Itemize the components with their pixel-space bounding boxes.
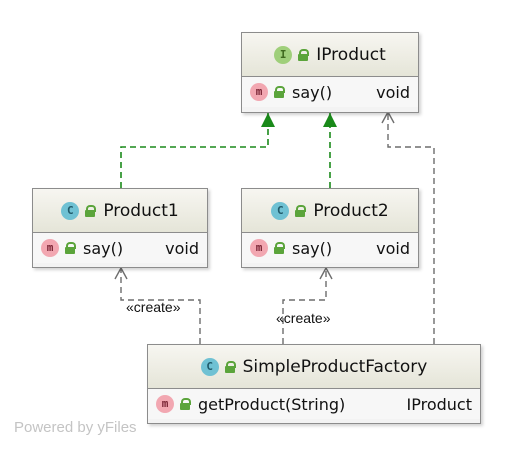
edge-product2-implements-iproduct [323,113,337,188]
edge-factory-creates-product1 [114,266,201,344]
product1-header: C Product1 [33,189,207,233]
iproduct-header: I IProduct [242,33,418,77]
class-icon: C [200,357,219,376]
product2-method-row[interactable]: m say() void [242,233,418,263]
edge-product1-implements-iproduct [120,113,275,188]
method-icon: m [41,239,59,257]
public-lock-icon [274,242,285,254]
method-return-type: IProduct [406,394,472,414]
class-icon: C [61,201,80,220]
public-lock-icon [224,360,236,373]
product1-method-row[interactable]: m say() void [33,233,207,263]
product2-title: Product2 [313,200,389,221]
class-icon: C [271,201,290,220]
public-lock-icon [295,204,307,217]
iproduct-method-row[interactable]: m say() void [242,77,418,107]
method-name: say() [292,82,333,102]
edge-factory-creates-product2 [282,266,333,344]
product1-class-node[interactable]: C Product1 m say() void [32,188,208,268]
public-lock-icon [274,86,285,98]
product2-class-node[interactable]: C Product2 m say() void [241,188,419,268]
method-icon: m [156,395,174,413]
method-return-type: void [376,238,410,258]
method-icon: m [250,83,268,101]
method-name: getProduct(String) [198,394,346,414]
method-return-type: void [376,82,410,102]
create-label-product2: «create» [276,310,331,326]
method-return-type: void [165,238,199,258]
public-lock-icon [65,242,76,254]
create-label-product1: «create» [126,299,181,315]
method-name: say() [83,238,124,258]
public-lock-icon [298,48,310,61]
factory-class-node[interactable]: C SimpleProductFactory m getProduct(Stri… [147,344,481,424]
public-lock-icon [85,204,97,217]
iproduct-title: IProduct [316,44,386,65]
iproduct-interface-node[interactable]: I IProduct m say() void [241,32,419,113]
yfiles-watermark: Powered by yFiles [14,419,137,436]
factory-method-row[interactable]: m getProduct(String) IProduct [148,389,480,419]
method-icon: m [250,239,268,257]
product2-header: C Product2 [242,189,418,233]
product1-title: Product1 [103,200,179,221]
factory-title: SimpleProductFactory [242,356,428,377]
method-name: say() [292,238,333,258]
interface-icon: I [274,45,293,64]
factory-header: C SimpleProductFactory [148,345,480,389]
public-lock-icon [180,398,191,410]
